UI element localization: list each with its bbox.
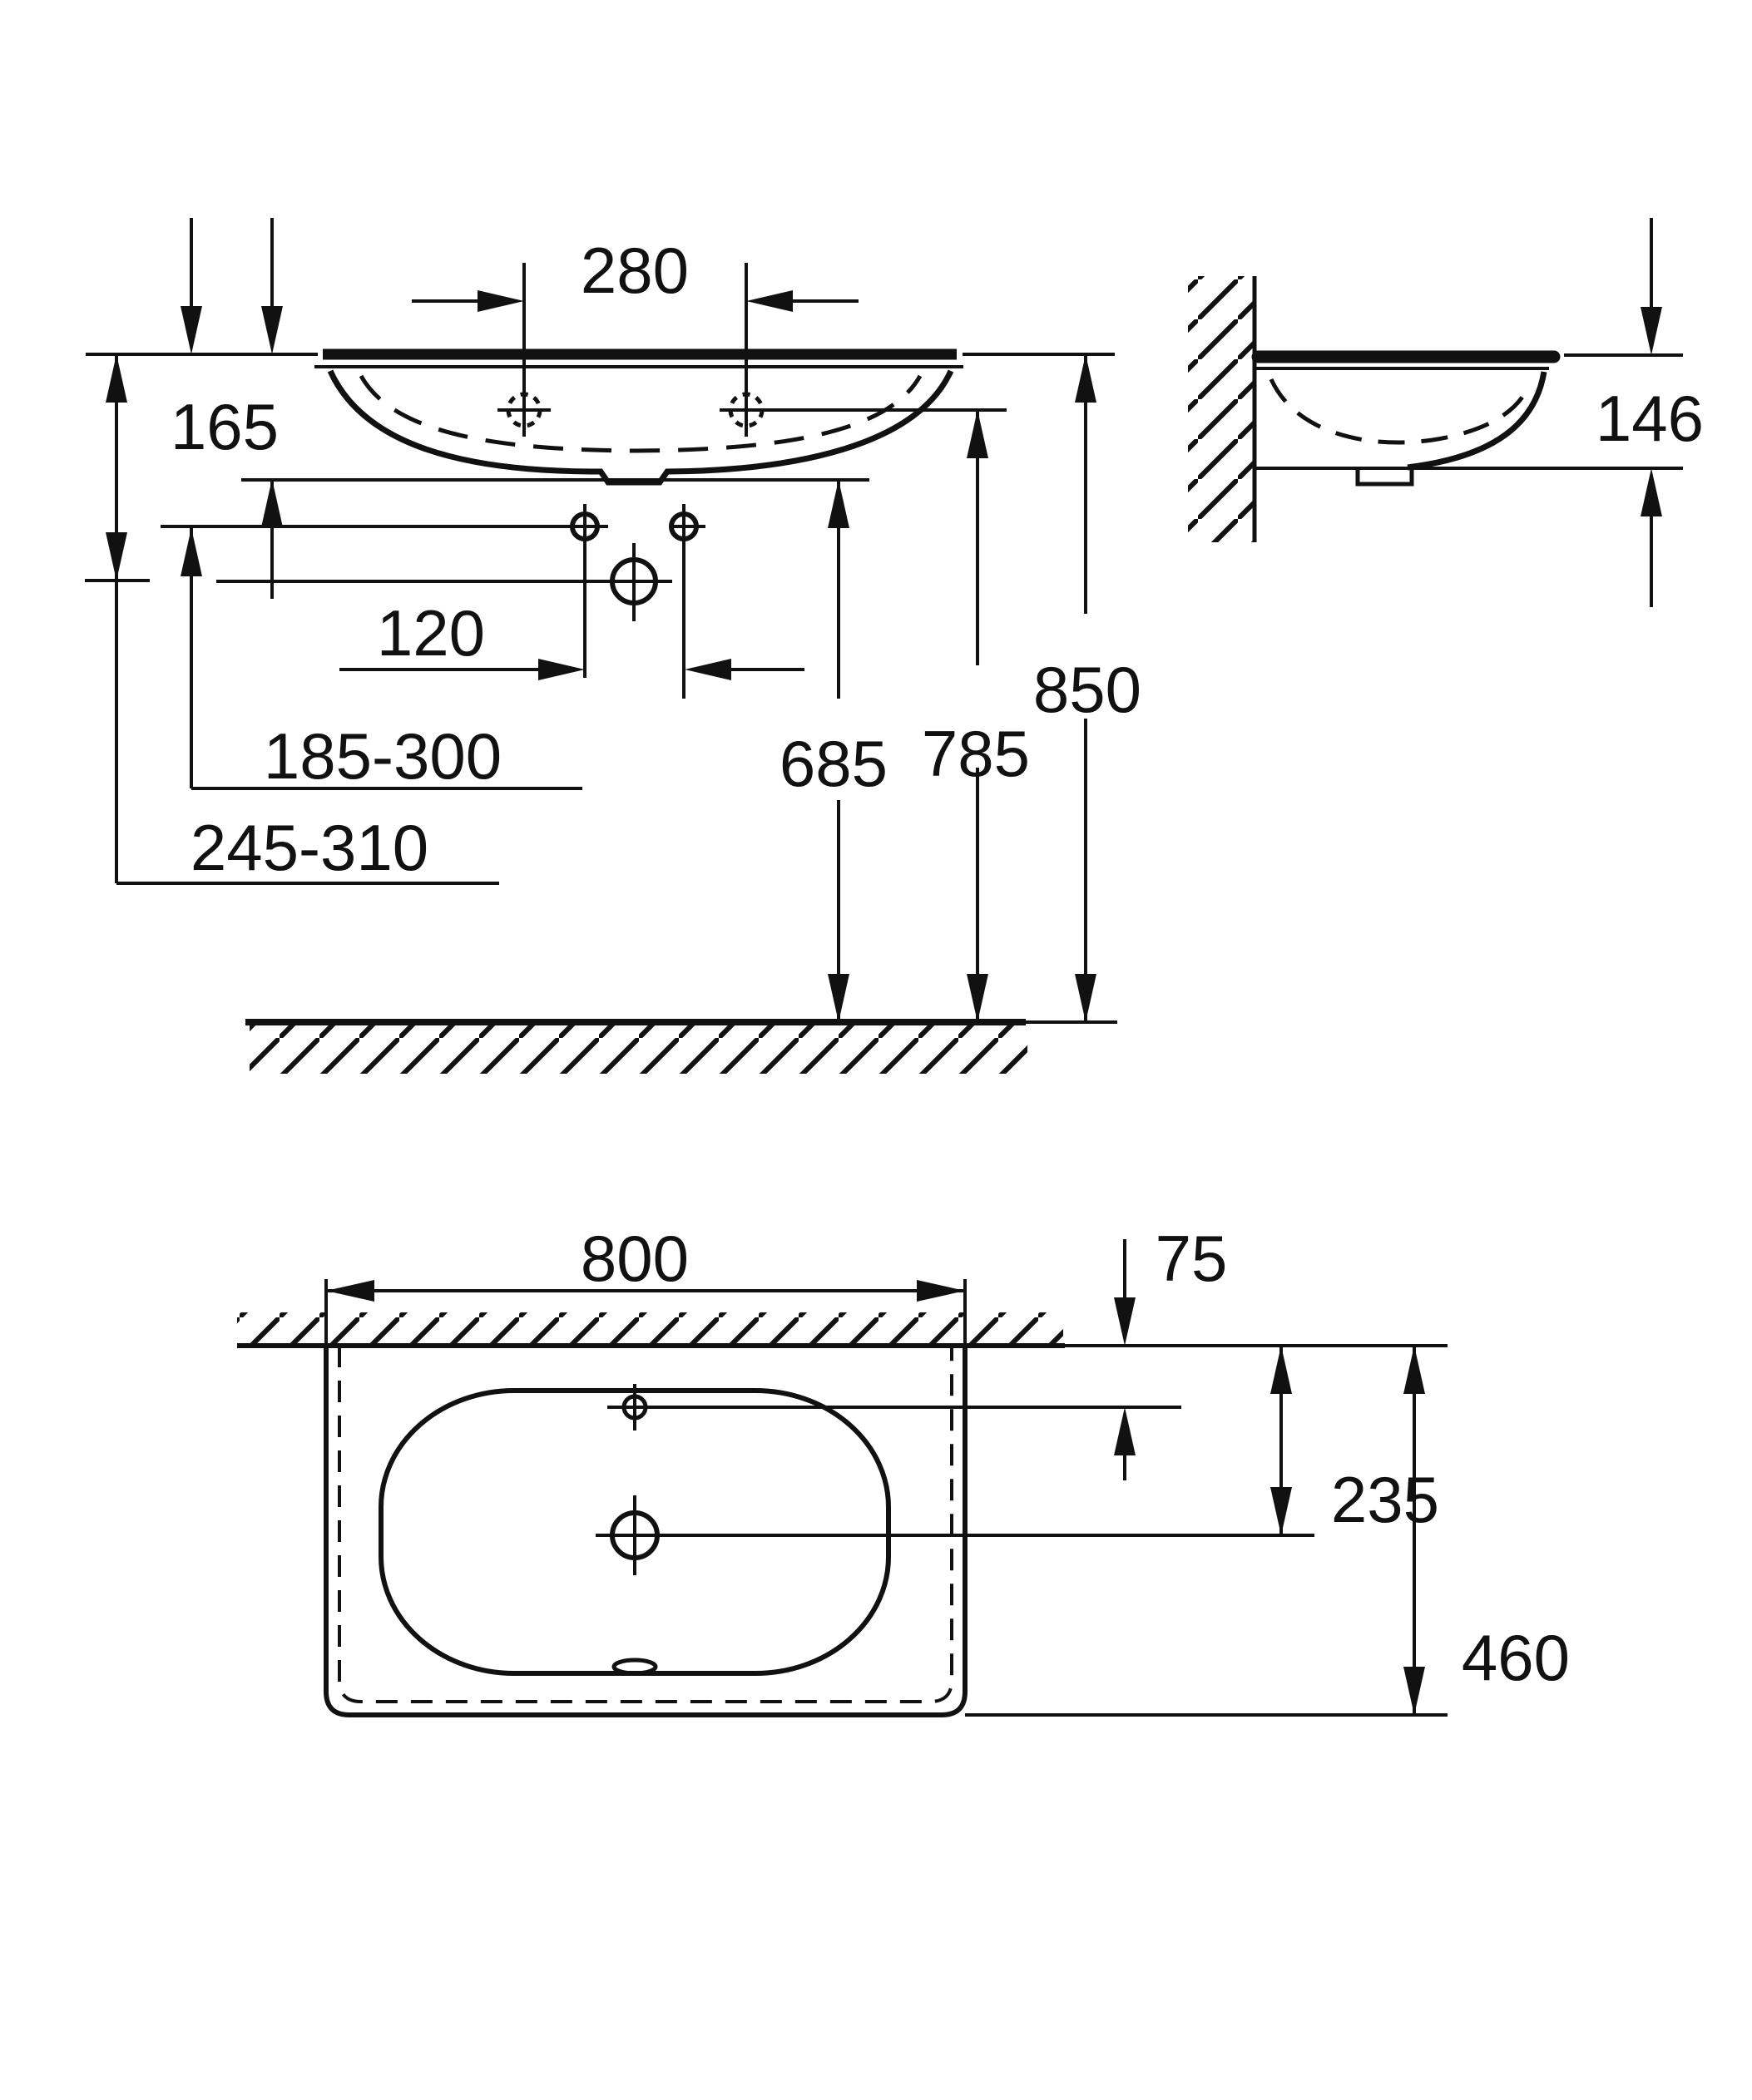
label-height-rim: 850 xyxy=(1033,653,1141,726)
plan-tap-hole xyxy=(607,1384,1181,1430)
label-drain-rear-offset: 235 xyxy=(1331,1463,1439,1536)
plan-basin-hidden xyxy=(338,1346,953,1703)
dim-165: 165 xyxy=(171,390,283,599)
side-view: 146 xyxy=(1188,218,1704,607)
label-height-bottom: 685 xyxy=(779,727,888,800)
side-bowl-hidden xyxy=(1269,378,1532,445)
plan-overflow-slot xyxy=(611,1658,658,1676)
dim-245-310: 245-310 xyxy=(106,354,499,885)
plan-drain xyxy=(596,1495,1314,1575)
label-tap-spacing: 280 xyxy=(581,234,689,307)
dim-185-300: 185-300 xyxy=(181,528,582,793)
dim-120: 120 xyxy=(339,596,804,680)
label-fixing-range-upper: 185-300 xyxy=(264,719,502,793)
dim-165-and-185-300-top-arrows xyxy=(181,218,283,354)
dim-850: 850 xyxy=(1033,354,1141,1022)
dim-235: 235 xyxy=(1270,1346,1439,1536)
bowl-outline xyxy=(327,369,954,486)
label-fixing-range-lower: 245-310 xyxy=(191,811,428,884)
plan-wall-hatch xyxy=(237,1312,1063,1344)
bowl-hidden-line xyxy=(359,374,923,453)
label-basin-height: 146 xyxy=(1596,382,1704,455)
plan-basin-outline xyxy=(324,1346,968,1717)
drain-hole xyxy=(610,543,658,621)
dim-460: 460 xyxy=(965,1346,1570,1717)
label-fixing-spacing: 120 xyxy=(377,596,485,670)
dim-146: 146 xyxy=(1564,218,1704,607)
label-tap-rear-offset: 75 xyxy=(1156,1222,1228,1295)
side-drain-flange xyxy=(1355,468,1414,487)
label-width: 800 xyxy=(581,1222,689,1295)
plan-view: 800 75 235 460 xyxy=(237,1222,1570,1717)
side-bowl-outline xyxy=(1407,371,1547,471)
dim-280: 280 xyxy=(412,234,859,398)
dim-785: 785 xyxy=(922,410,1030,1022)
front-view: 280 165 185-300 245-310 xyxy=(85,218,1141,1074)
dim-800: 800 xyxy=(324,1222,967,1344)
label-height-taps: 785 xyxy=(922,717,1030,790)
dim-75: 75 xyxy=(1114,1222,1227,1480)
dim-685: 685 xyxy=(779,480,888,1022)
label-depth: 460 xyxy=(1462,1621,1570,1694)
floor xyxy=(245,1019,1117,1074)
wall-hatch xyxy=(1188,276,1255,542)
fixing-hole-left xyxy=(570,504,600,678)
fixing-hole-right xyxy=(669,504,699,699)
label-bowl-depth: 165 xyxy=(171,390,279,463)
